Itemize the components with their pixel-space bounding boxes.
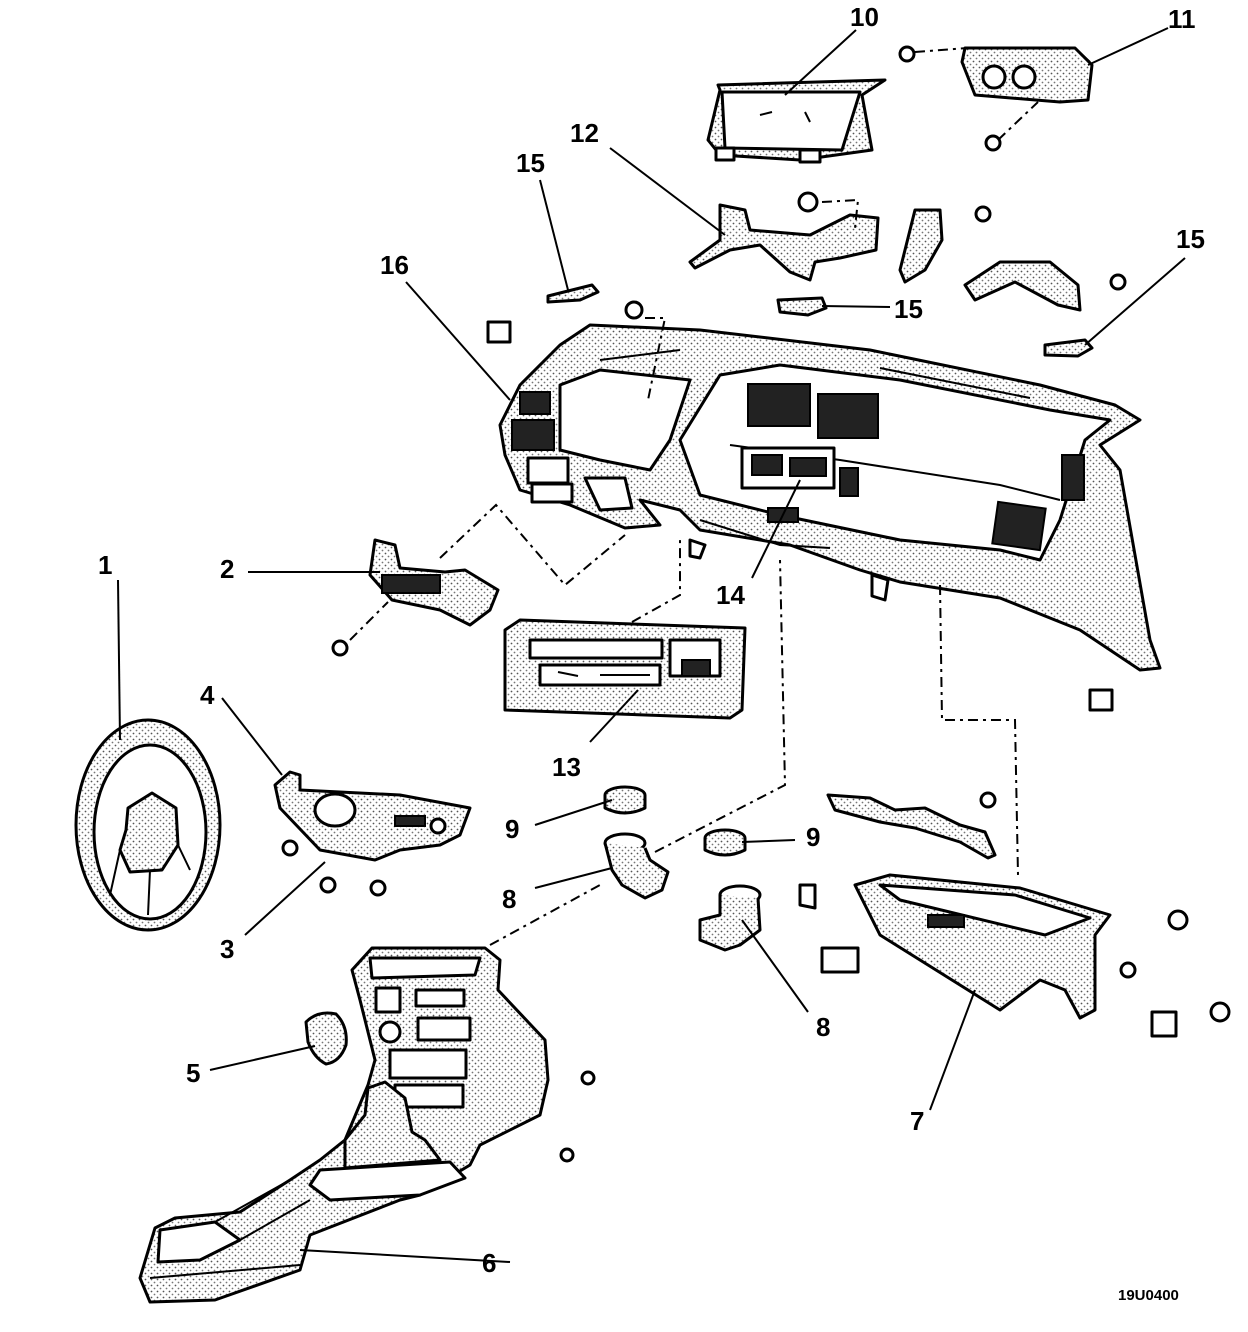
callout-9-right: 9 [806, 822, 820, 852]
callout-13: 13 [552, 752, 581, 782]
ducts [603, 785, 762, 952]
instrument-panel [498, 323, 1162, 672]
caps [546, 283, 1094, 358]
column-cover [273, 770, 472, 862]
fasteners [281, 45, 1231, 1163]
glove-box [853, 873, 1112, 1020]
steering-wheel [74, 718, 222, 932]
leader-lines [117, 27, 1186, 1263]
meter-hood [706, 78, 887, 164]
switch-panel [960, 46, 1094, 104]
callout-15-right: 15 [1176, 224, 1205, 254]
callout-labels: 1 2 3 4 5 6 7 8 8 9 9 10 11 12 13 14 15 … [98, 2, 1205, 1304]
center-console [138, 946, 550, 1304]
heater-control-panel [503, 618, 747, 720]
center-bracket [688, 203, 1082, 312]
under-bar [826, 793, 997, 860]
callout-12: 12 [570, 118, 599, 148]
drawing-code: 19U0400 [1118, 1287, 1179, 1304]
callout-8-lower: 8 [816, 1012, 830, 1042]
lower-left-panel [368, 538, 500, 627]
callout-15-center: 15 [894, 294, 923, 324]
shift-knob [304, 1011, 348, 1066]
callout-4: 4 [200, 680, 215, 710]
callout-3: 3 [220, 934, 234, 964]
callout-14: 14 [716, 580, 745, 610]
callout-8-upper: 8 [502, 884, 516, 914]
callout-2: 2 [220, 554, 234, 584]
callout-11: 11 [1168, 4, 1196, 34]
callout-16: 16 [380, 250, 409, 280]
callout-5: 5 [186, 1058, 200, 1088]
callout-7: 7 [910, 1106, 924, 1136]
callout-1: 1 [98, 550, 112, 580]
callout-6: 6 [482, 1248, 496, 1278]
callout-10: 10 [850, 2, 879, 32]
callout-9-left: 9 [505, 814, 519, 844]
callout-15-left: 15 [516, 148, 545, 178]
